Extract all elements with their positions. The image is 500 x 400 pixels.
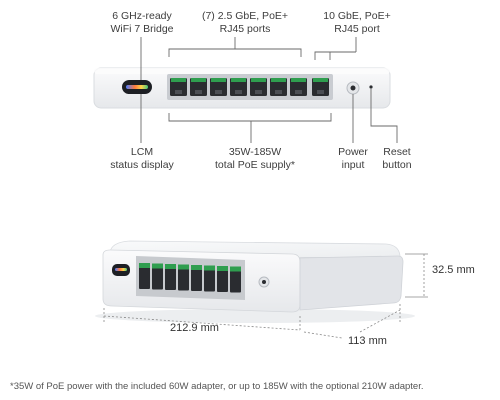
poe-supply-label: 35W-185W total PoE supply* (215, 146, 295, 171)
reset-button-label: Reset button (382, 146, 412, 171)
port-10gbe-label: 10 GbE, PoE+ RJ45 port (323, 10, 391, 35)
rj45-port-perspective (217, 266, 228, 292)
rj45-port-25gbe (270, 78, 287, 96)
power-input-port (346, 81, 360, 95)
reset-pinhole (369, 85, 373, 89)
rj45-port-10gbe (312, 78, 329, 96)
power-input-label: Power input (338, 146, 368, 171)
dimension-lines (103, 253, 428, 339)
depth-dimension: 113 mm (348, 335, 387, 347)
rj45-port-perspective (191, 265, 202, 291)
ports-25gbe-label: (7) 2.5 GbE, PoE+ RJ45 ports (201, 10, 289, 35)
rj45-port-25gbe (170, 78, 187, 96)
rj45-port-perspective (204, 265, 215, 292)
rj45-ports (170, 78, 329, 96)
callout-lines (140, 37, 398, 143)
rj45-port-25gbe (190, 78, 207, 96)
rj45-port-perspective (230, 266, 241, 293)
wifi-bridge-label: 6 GHz-ready WiFi 7 Bridge (110, 10, 174, 35)
rj45-port-perspective (165, 264, 176, 290)
rj45-ports-perspective (139, 263, 241, 293)
rj45-port-25gbe (230, 78, 247, 96)
height-dimension: 32.5 mm (432, 264, 475, 276)
width-dimension: 212.9 mm (170, 322, 219, 334)
lcm-label: LCM status display (110, 146, 174, 171)
lcm-display (122, 80, 152, 94)
front-view-device (93, 67, 391, 109)
rj45-port-perspective (178, 264, 189, 291)
rj45-port-perspective (139, 263, 150, 289)
perspective-view-device (95, 240, 415, 323)
rj45-port-25gbe (210, 78, 227, 96)
poe-footnote: *35W of PoE power with the included 60W … (10, 381, 424, 392)
rj45-port-25gbe (250, 78, 267, 96)
lcm-display-perspective (112, 264, 130, 276)
rj45-port-25gbe (290, 78, 307, 96)
rj45-port-perspective (152, 263, 163, 290)
